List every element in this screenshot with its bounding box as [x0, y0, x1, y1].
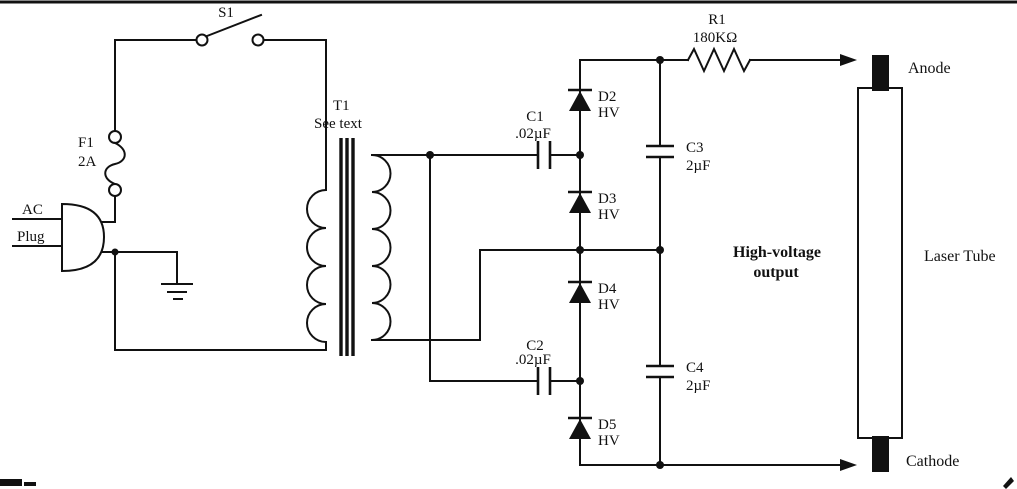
switch-contact-right [251, 33, 265, 47]
anode-terminal [872, 55, 889, 91]
junction-dots [111, 56, 664, 469]
output-arrowheads [840, 54, 857, 471]
resistor-value: 180KΩ [693, 30, 737, 46]
capacitor-value: .02µF [515, 352, 551, 368]
capacitor-ref: C3 [686, 140, 704, 156]
laser-tube: Anode Cathode Laser Tube [857, 55, 996, 472]
diode-ref: D3 [598, 191, 616, 207]
switch-blade [205, 13, 263, 38]
diode-value: HV [598, 433, 620, 449]
switch-ref: S1 [218, 5, 234, 21]
capacitor-value: .02µF [515, 126, 551, 142]
transformer-t1: T1 See text [306, 98, 392, 356]
fuse-value: 2A [78, 154, 97, 170]
anode-label: Anode [908, 60, 951, 77]
plug-label-plug: Plug [17, 229, 45, 245]
diode-d2: D2 HV [568, 88, 620, 121]
anode-arrow-icon [840, 54, 857, 66]
capacitor-value: 2µF [686, 158, 711, 174]
capacitor-c1: C1 .02µF [515, 109, 552, 169]
switch-contact-left [195, 33, 209, 47]
ground-symbol [161, 283, 193, 300]
circuit-wires [97, 39, 842, 466]
high-voltage-output-label: High-voltage output [733, 244, 821, 281]
diode-d4: D4 HV [568, 280, 620, 313]
capacitor-c2: C2 .02µF [515, 338, 552, 395]
capacitor-value: 2µF [686, 378, 711, 394]
transformer-note: See text [314, 116, 363, 132]
cathode-arrow-icon [840, 459, 857, 471]
primary-winding [306, 188, 328, 344]
diode-ref: D2 [598, 89, 616, 105]
ac-plug: AC Plug [12, 202, 106, 273]
fuse-ref: F1 [78, 135, 94, 151]
capacitor-c3: C3 2µF [646, 140, 711, 174]
cropped-print-artifact [0, 477, 1014, 489]
diode-d3: D3 HV [568, 190, 620, 223]
hv-label-line1: High-voltage [733, 244, 821, 261]
capacitor-ref: C1 [526, 109, 544, 125]
secondary-winding [370, 153, 392, 342]
plug-body [61, 202, 106, 273]
diode-ref: D5 [598, 417, 616, 433]
hv-label-line2: output [753, 264, 799, 281]
diode-value: HV [598, 297, 620, 313]
fuse-element [104, 141, 126, 186]
diode-value: HV [598, 207, 620, 223]
resistor-r1: R1 180KΩ [686, 12, 752, 74]
diode-d5: D5 HV [568, 416, 620, 449]
fuse-f1: F1 2A [78, 130, 126, 197]
resistor-zigzag [686, 46, 752, 74]
resistor-ref: R1 [708, 12, 726, 28]
capacitor-ref: C4 [686, 360, 704, 376]
diode-value: HV [598, 105, 620, 121]
transformer-ref: T1 [333, 98, 350, 114]
diode-ref: D4 [598, 281, 617, 297]
laser-tube-label: Laser Tube [924, 248, 996, 265]
cathode-terminal [872, 436, 889, 472]
plug-label-ac: AC [22, 202, 43, 218]
capacitor-ref: C2 [526, 338, 544, 354]
cathode-label: Cathode [906, 453, 959, 470]
capacitor-c4: C4 2µF [646, 360, 711, 394]
laser-tube-body [857, 87, 903, 439]
switch-s1: S1 [195, 5, 265, 47]
